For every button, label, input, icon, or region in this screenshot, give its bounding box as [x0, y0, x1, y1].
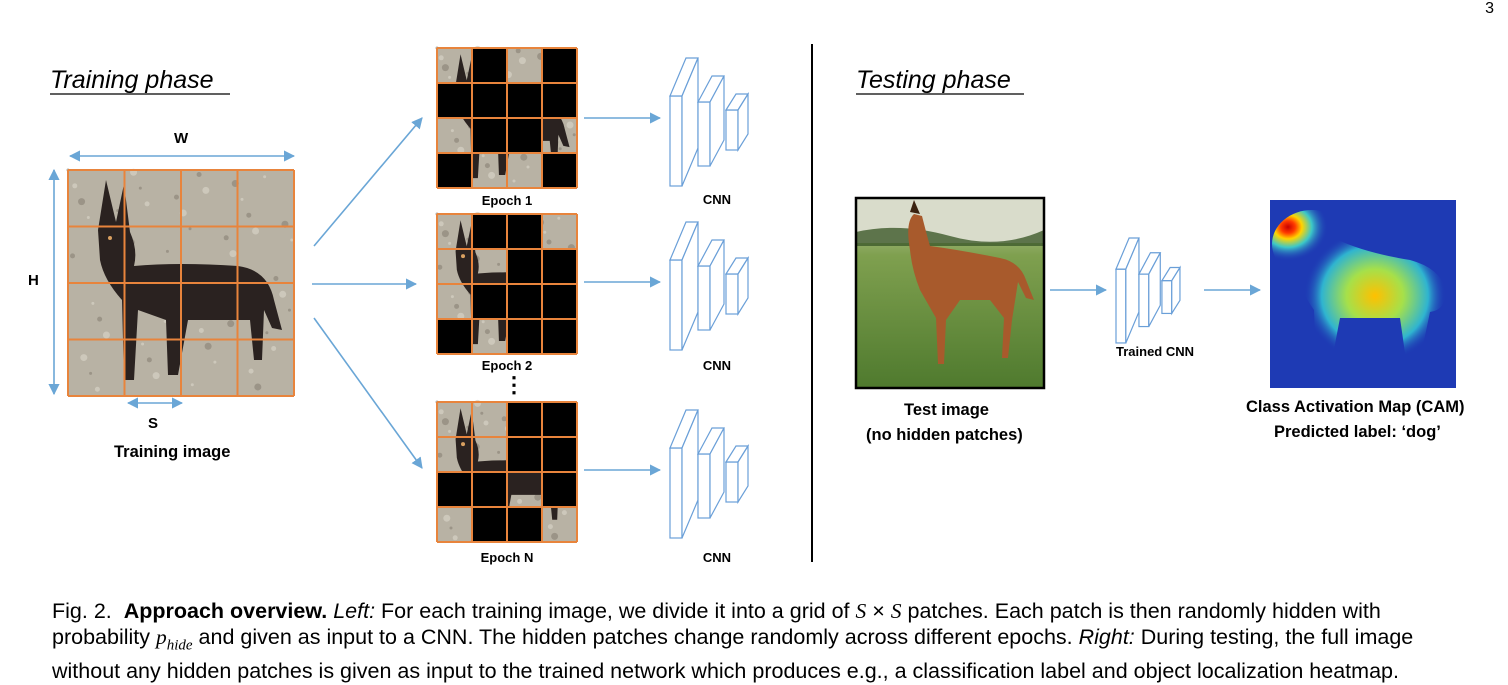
- hidden-patch: [507, 507, 542, 542]
- hidden-patch: [542, 48, 577, 83]
- h-label: H: [28, 272, 39, 289]
- hidden-patch: [542, 83, 577, 118]
- cnn-icon-1: [669, 57, 750, 187]
- hidden-patch: [542, 249, 577, 284]
- epoch-grid-1: Epoch 1: [435, 45, 578, 208]
- caption-part5: During testing, the full image: [1140, 625, 1414, 649]
- hidden-patch: [437, 153, 472, 188]
- hidden-patch: [542, 153, 577, 188]
- hidden-patch: [542, 284, 577, 319]
- hidden-patch: [472, 118, 507, 153]
- figure-caption: Fig. 2. Approach overview. Left: For eac…: [52, 598, 1492, 684]
- hidden-patch: [437, 319, 472, 354]
- hidden-patch: [507, 319, 542, 354]
- hidden-patch: [507, 214, 542, 249]
- training-image-label: Training image: [114, 443, 230, 461]
- hidden-patch: [507, 118, 542, 153]
- cam-label-line1: Class Activation Map (CAM): [1246, 398, 1465, 416]
- test-image-label-line1: Test image: [904, 401, 989, 419]
- cnn-label-1: CNN: [703, 192, 731, 207]
- hidden-patch: [542, 472, 577, 507]
- caption-math-times: ×: [872, 599, 885, 623]
- caption-part4: and given as input to a CNN. The hidden …: [198, 625, 1073, 649]
- caption-fig-number: Fig. 2.: [52, 599, 112, 623]
- cnn-label-3: CNN: [703, 550, 731, 565]
- cam-heatmap: [1270, 200, 1456, 388]
- w-label: W: [174, 130, 189, 147]
- hidden-patch: [472, 507, 507, 542]
- cnn-icons: CNN CNN CNN: [584, 57, 1182, 565]
- caption-line-1: Fig. 2. Approach overview. Left: For eac…: [52, 598, 1492, 624]
- epoch-ellipsis: ⋮: [503, 372, 525, 397]
- testing-heading: Testing phase: [856, 66, 1011, 94]
- hidden-patch: [542, 437, 577, 472]
- hidden-patch: [507, 83, 542, 118]
- figure-diagram: Training phase Testing phase W H S Train…: [28, 44, 1465, 565]
- caption-math-p: p: [155, 625, 167, 649]
- epoch-label-2: Epoch 2: [482, 358, 533, 373]
- caption-part2: patches. Each patch is then randomly hid…: [907, 599, 1381, 623]
- caption-left-tag: Left:: [333, 599, 376, 623]
- caption-part3: probability: [52, 625, 150, 649]
- cnn-icon-2: [669, 221, 750, 351]
- hidden-patch: [507, 437, 542, 472]
- caption-math-p-sub: hide: [166, 637, 193, 654]
- hidden-patch: [507, 402, 542, 437]
- epoch-grid-3: Epoch N: [435, 399, 578, 565]
- hidden-patch: [472, 48, 507, 83]
- training-image: [66, 168, 295, 397]
- hidden-patch: [472, 214, 507, 249]
- hidden-patch: [542, 319, 577, 354]
- epoch-label-1: Epoch 1: [482, 193, 533, 208]
- cam-label-line2: Predicted label: ‘dog’: [1274, 423, 1441, 441]
- cnn-icon-3: [669, 409, 750, 539]
- hidden-patch: [472, 284, 507, 319]
- cnn-label-2: CNN: [703, 358, 731, 373]
- caption-math-s2: S: [890, 599, 902, 623]
- hidden-patch: [507, 249, 542, 284]
- caption-part1: For each training image, we divide it in…: [381, 599, 850, 623]
- hidden-patch: [437, 472, 472, 507]
- hidden-patch: [472, 83, 507, 118]
- arrow-to-epoch-n: [313, 317, 423, 469]
- hidden-patch: [437, 83, 472, 118]
- trained-cnn-label: Trained CNN: [1116, 344, 1194, 359]
- epoch-grid-2: Epoch 2: [435, 211, 578, 373]
- caption-right-tag: Right:: [1078, 625, 1135, 649]
- caption-line-3: without any hidden patches is given as i…: [52, 659, 1399, 684]
- caption-line-2: probability phide and given as input to …: [52, 624, 1492, 658]
- test-image-label-line2: (no hidden patches): [866, 426, 1023, 444]
- training-heading: Training phase: [50, 66, 214, 94]
- hidden-patch: [542, 402, 577, 437]
- caption-title: Approach overview.: [123, 599, 328, 623]
- hidden-patch: [472, 472, 507, 507]
- trained-cnn-icon: [1115, 237, 1182, 344]
- epoch-grids: Epoch 1 Epoch 2 Epoch N: [435, 45, 578, 565]
- arrow-to-epoch-1: [313, 117, 423, 247]
- caption-math-s1: S: [855, 599, 867, 623]
- s-label: S: [148, 415, 158, 432]
- test-image: [854, 196, 1046, 390]
- epoch-label-3: Epoch N: [481, 550, 534, 565]
- hidden-patch: [507, 284, 542, 319]
- page-number: 3: [1485, 0, 1494, 17]
